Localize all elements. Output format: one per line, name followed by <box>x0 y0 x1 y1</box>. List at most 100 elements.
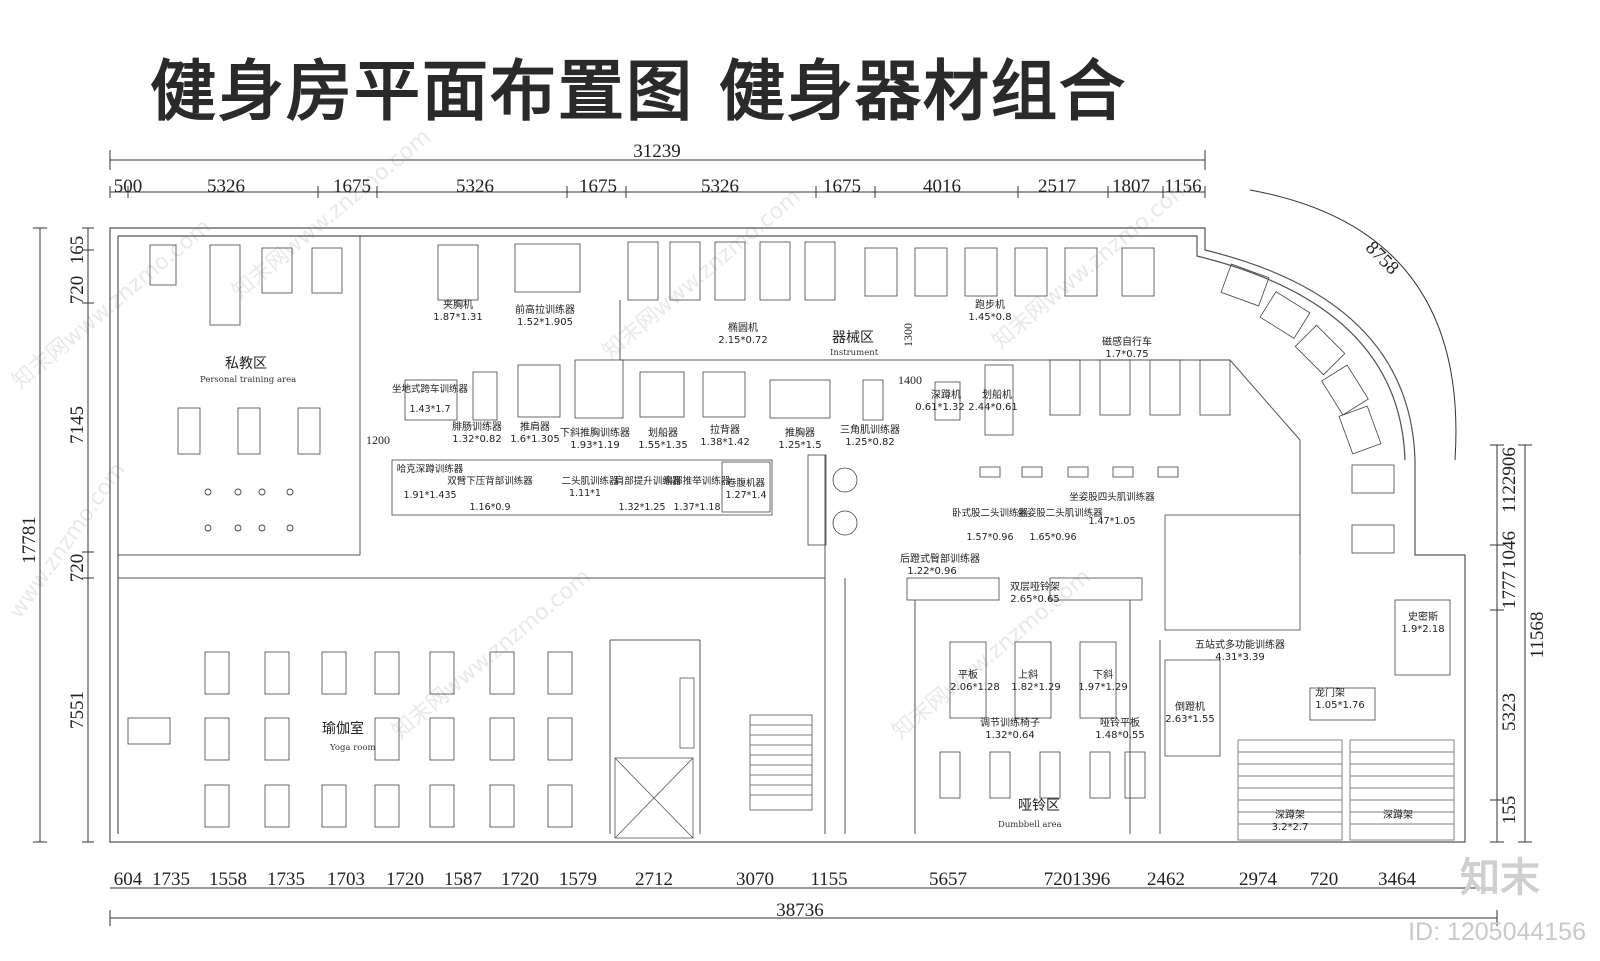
outer-walls <box>109 227 1466 843</box>
benches <box>939 641 1146 799</box>
dim-bottom-17: 3464 <box>1378 869 1417 890</box>
svg-text:知末网www.znzmo.com: 知末网www.znzmo.com <box>598 184 806 364</box>
eq-size: 3.2*2.7 <box>1272 822 1309 833</box>
interior-walls <box>118 236 1301 834</box>
yoga-mats <box>127 651 573 828</box>
eq-size: 1.22*0.96 <box>907 566 957 577</box>
eq-size: 1.7*0.75 <box>1105 349 1148 360</box>
lower-machine-row <box>391 454 1451 757</box>
eq-label: 肩部推举训练器 <box>664 475 731 487</box>
dim-1400: 1400 <box>898 373 922 387</box>
eq-size: 1.25*0.82 <box>845 437 895 448</box>
eq-size: 0.61*1.32 <box>915 402 965 413</box>
dim-bottom-4: 1703 <box>327 869 365 890</box>
eq-label: 史密斯 <box>1408 610 1438 623</box>
dim-left-7551: 7551 <box>67 691 88 729</box>
eq-size: 1.47*1.05 <box>1088 516 1135 527</box>
dim-bottom-9: 2712 <box>635 869 673 890</box>
dim-top-0: 500 <box>114 176 143 197</box>
dim-top-3: 5326 <box>456 176 494 197</box>
arc-dimension <box>1249 189 1457 461</box>
eq-label: 深蹲机 <box>931 388 961 401</box>
eq-size: 1.37*1.18 <box>673 502 720 513</box>
dim-top-9: 1807 <box>1112 176 1150 197</box>
eq-size: 2.06*1.28 <box>950 682 1000 693</box>
zone-instrument-en: Instrument <box>830 348 879 358</box>
eq-size: 1.65*0.96 <box>1029 532 1076 543</box>
eq-size: 1.55*1.35 <box>638 440 688 451</box>
dim-right-22906: 1122906 <box>1499 447 1520 513</box>
eq-size: 1.32*0.64 <box>985 730 1035 741</box>
svg-text:知末网www.znzmo.com: 知末网www.znzmo.com <box>388 564 596 744</box>
top-dimension-line <box>109 186 1206 198</box>
dim-bottom-0: 604 <box>114 869 143 890</box>
dim-top-6: 1675 <box>823 176 861 197</box>
eq-label: 坐姿股二头肌训练器 <box>1017 507 1103 519</box>
private-area-equipment <box>149 244 343 532</box>
eq-label: 拉背器 <box>710 423 740 436</box>
dim-left-7145: 7145 <box>67 406 88 444</box>
dim-1200: 1200 <box>366 433 390 447</box>
eq-size: 1.93*1.19 <box>570 440 620 451</box>
eq-size: 1.32*0.82 <box>452 434 502 445</box>
eq-size: 4.31*3.39 <box>1215 652 1265 663</box>
eq-size: 2.65*0.65 <box>1010 594 1060 605</box>
svg-text:知末网www.znzmo.com: 知末网www.znzmo.com <box>988 174 1196 354</box>
dim-top-1: 5326 <box>207 176 245 197</box>
squat-racks <box>1237 739 1455 841</box>
eq-label: 哈克深蹲训练器 <box>397 463 464 475</box>
eq-label: 双层哑铃架 <box>1010 580 1060 593</box>
dim-top-7: 4016 <box>923 176 961 197</box>
eq-size: 1.43*1.7 <box>409 404 450 415</box>
eq-label: 肩部提升训练器 <box>615 475 682 487</box>
middle-row-machines <box>404 359 1231 478</box>
zone-private-cn: 私教区 <box>225 356 267 372</box>
eq-label: 卧式股二头训练器 <box>952 507 1029 519</box>
zone-yoga-cn: 瑜伽室 <box>322 720 364 737</box>
eq-size: 1.9*2.18 <box>1401 624 1444 635</box>
zone-private-en: Personal training area <box>200 375 296 385</box>
dim-top-8: 2517 <box>1038 176 1076 197</box>
eq-label: 卷腹机器 <box>727 477 766 489</box>
eq-label: 深蹲架 <box>1383 808 1413 821</box>
elevator-shaft <box>614 677 695 839</box>
id-text: ID: 1205044156 <box>1408 918 1586 946</box>
eq-size: 1.16*0.9 <box>469 502 510 513</box>
dim-bottom-3: 1735 <box>267 869 305 890</box>
eq-label: 哑铃平板 <box>1100 716 1140 729</box>
curved-treadmills <box>1220 263 1395 554</box>
dim-bottom-1: 1735 <box>152 869 190 890</box>
dim-bottom-10: 3070 <box>736 869 774 890</box>
eq-label: 下斜推胸训练器 <box>560 426 630 439</box>
eq-label: 调节训练椅子 <box>980 716 1040 729</box>
dim-arc: 8758 <box>1361 237 1403 279</box>
eq-label: 椭圆机 <box>728 321 758 334</box>
dim-top-5: 5326 <box>701 176 739 197</box>
eq-size: 1.48*0.55 <box>1095 730 1145 741</box>
eq-label: 坐姿股四头肌训练器 <box>1069 491 1155 503</box>
eq-label: 五站式多功能训练器 <box>1195 638 1285 651</box>
eq-label: 划船器 <box>648 426 678 439</box>
dim-top-4: 1675 <box>579 176 617 197</box>
zone-dumbbell-en: Dumbbell area <box>998 820 1062 830</box>
dim-bottom-total: 38736 <box>776 900 824 921</box>
dim-right-155: 155 <box>1499 796 1520 825</box>
eq-size: 1.38*1.42 <box>700 437 750 448</box>
eq-size: 1.32*1.25 <box>618 502 665 513</box>
dim-1300: 1300 <box>901 323 915 347</box>
eq-size: 1.45*0.8 <box>968 312 1011 323</box>
right-dimension-lines <box>1490 444 1532 843</box>
eq-label: 深蹲架 <box>1275 808 1305 821</box>
eq-label: 推胸器 <box>785 426 815 439</box>
svg-text:知末网www.znzmo.com: 知末网www.znzmo.com <box>8 214 216 394</box>
eq-label: 三角肌训练器 <box>840 423 900 436</box>
dim-bottom-5: 1720 <box>386 869 424 890</box>
eq-label: 夹胸机 <box>443 298 473 311</box>
eq-size: 2.44*0.61 <box>968 402 1018 413</box>
dim-right-1777: 1777 <box>1499 571 1520 609</box>
eq-label: 划船机 <box>982 388 1012 401</box>
eq-label: 双臂下压背部训练器 <box>447 475 533 487</box>
dim-bottom-14: 2462 <box>1147 869 1185 890</box>
eq-label: 坐地式跨车训练器 <box>392 383 469 395</box>
